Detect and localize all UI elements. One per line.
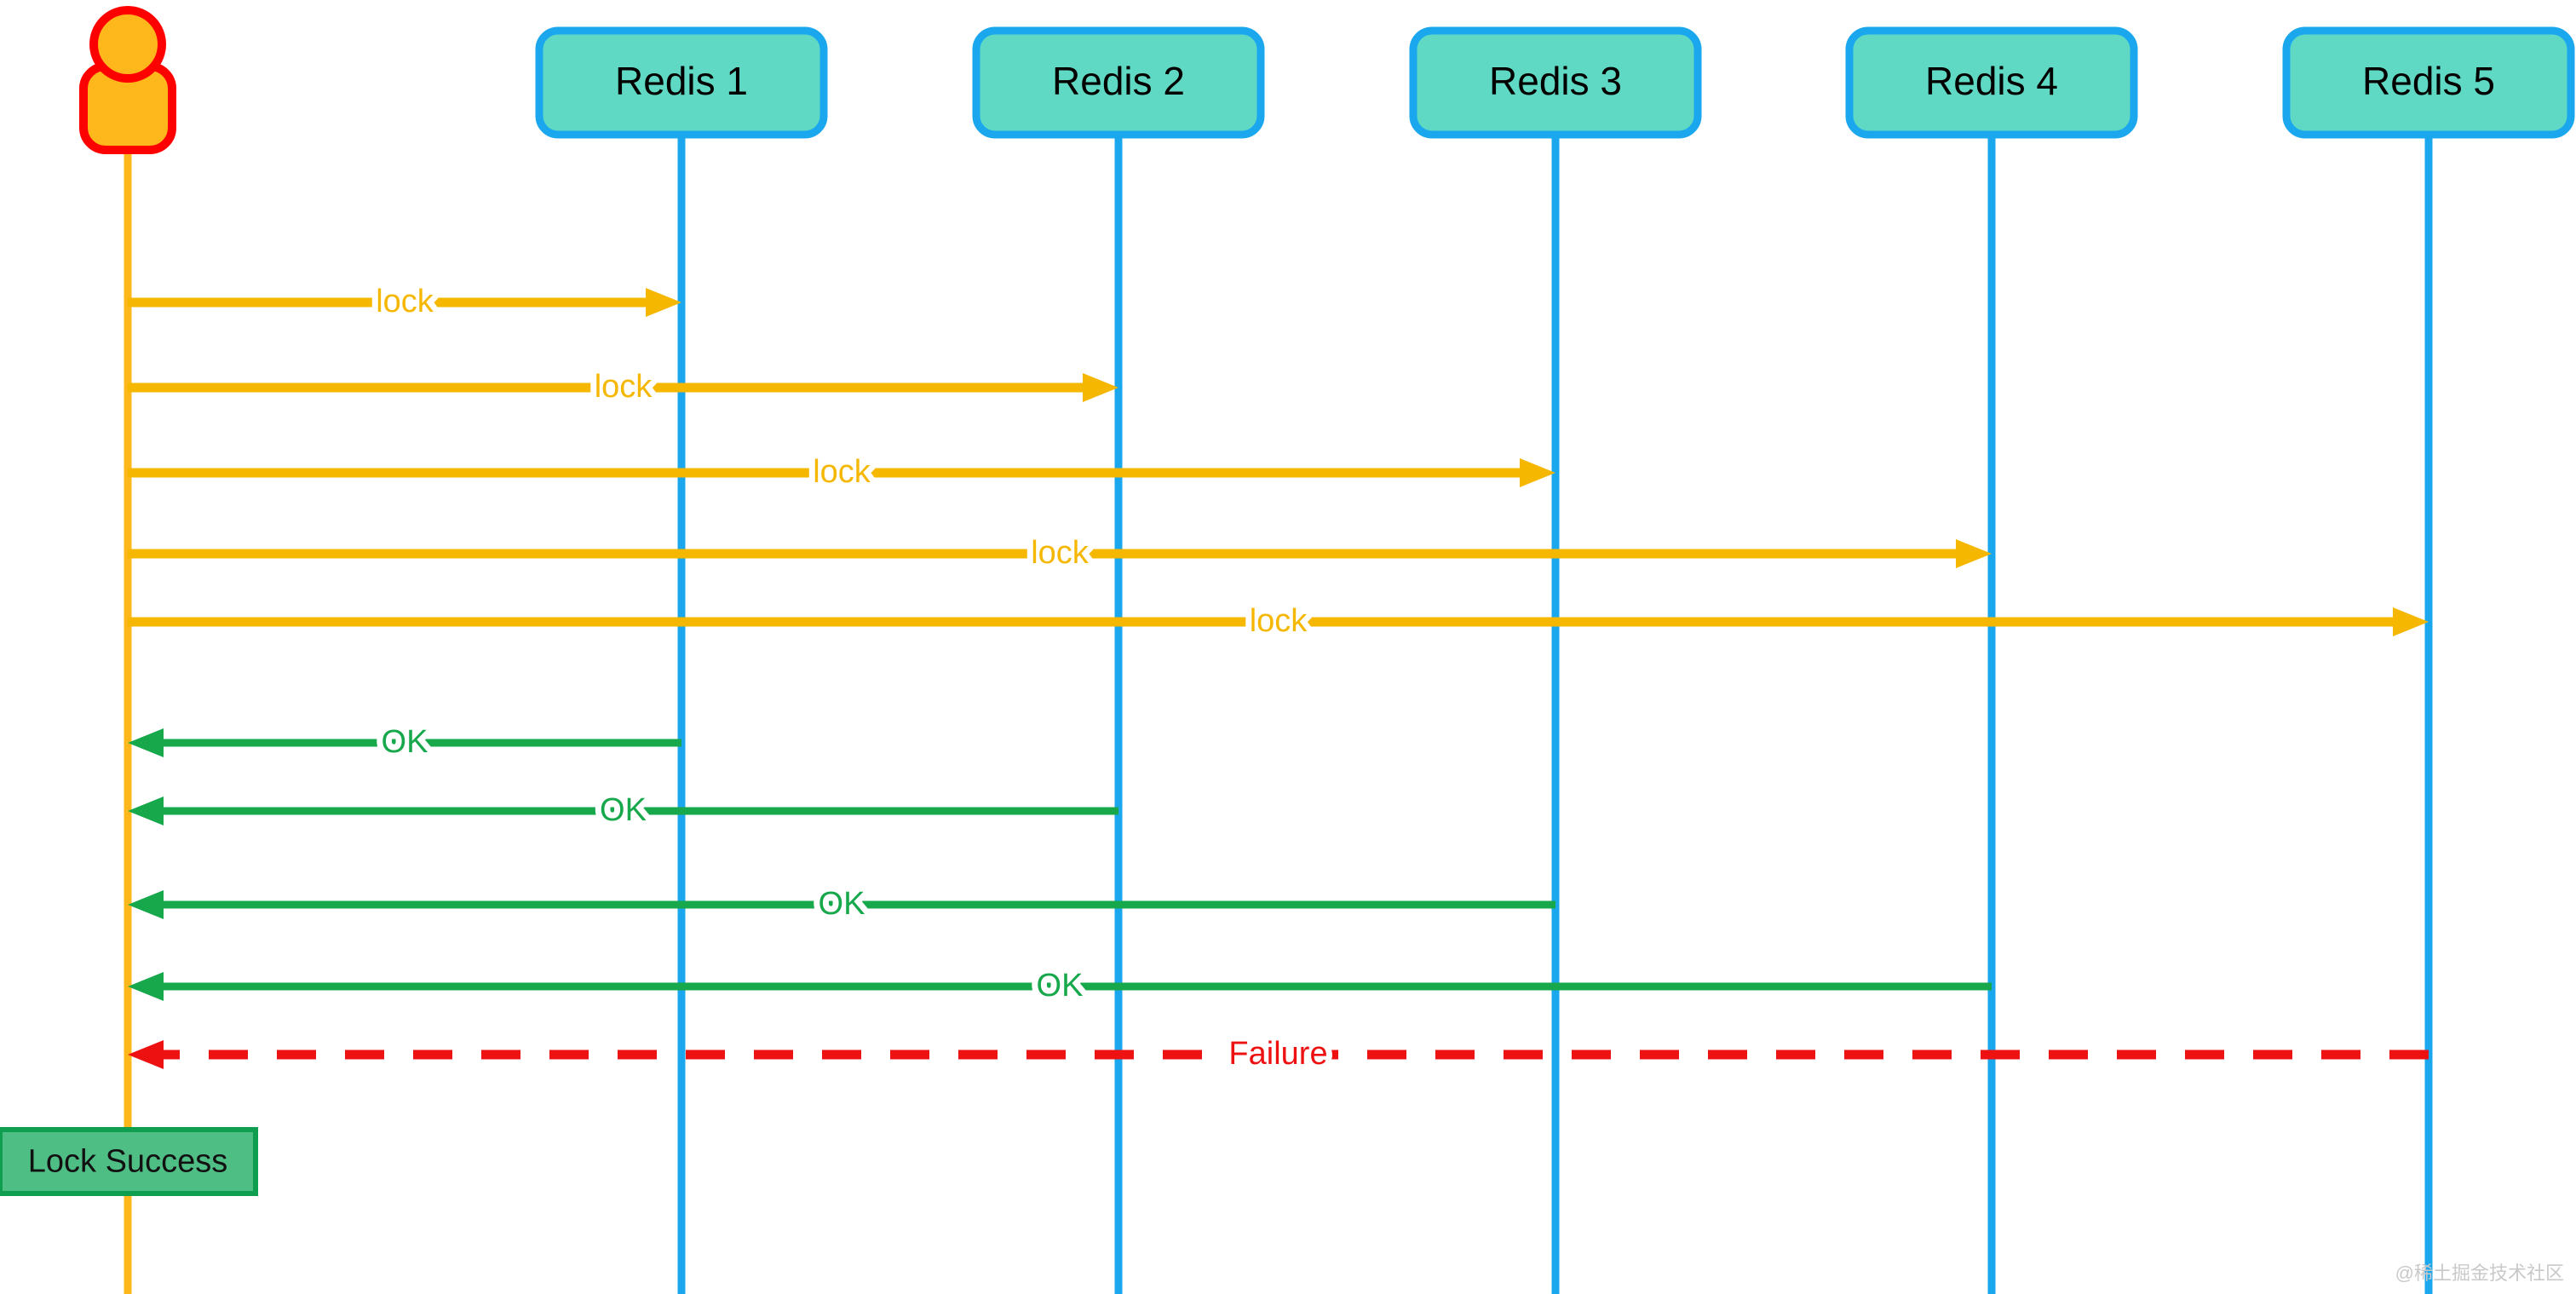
participant-redis-3[interactable]: Redis 3: [1409, 26, 1702, 139]
participant-box-redis-1[interactable]: [535, 26, 828, 139]
actor-figure[interactable]: [79, 6, 176, 154]
message-label-3: lock: [813, 454, 871, 490]
actor-layer: [79, 6, 176, 154]
message-label-halo-3: lock: [813, 454, 871, 490]
message-arrowhead-3: [1520, 458, 1555, 487]
message-arrowhead-8: [128, 890, 164, 919]
participant-label-redis-4: Redis 4: [1925, 59, 2058, 103]
participant-box-redis-5[interactable]: [2282, 26, 2575, 139]
messages-layer: locklocklocklocklocklocklocklocklocklock…: [128, 278, 2429, 1078]
message-label-6: OK: [382, 724, 428, 760]
message-label-halo-10: Failure: [1228, 1036, 1327, 1072]
participant-label-redis-1: Redis 1: [615, 59, 748, 103]
watermark-layer: @稀土掘金技术社区: [2395, 1262, 2564, 1284]
message-label-halo-9: OK: [1037, 968, 1084, 1004]
message-label-10: Failure: [1228, 1036, 1327, 1072]
participant-redis-4[interactable]: Redis 4: [1845, 26, 2138, 139]
message-label-8: OK: [819, 886, 865, 922]
participants-layer: Redis 1 Redis 2 Redis 3 Redis 4 Redis 5: [535, 26, 2575, 139]
participant-redis-5[interactable]: Redis 5: [2282, 26, 2575, 139]
note-lock-success[interactable]: Lock Success: [0, 1127, 258, 1196]
message-arrowhead-10: [128, 1040, 164, 1069]
message-label-2: lock: [595, 369, 653, 405]
message-label-halo-2: lock: [595, 369, 653, 405]
participant-label-redis-5: Redis 5: [2362, 59, 2495, 103]
message-label-7: OK: [600, 792, 647, 828]
message-arrowhead-6: [128, 728, 164, 757]
message-arrowhead-7: [128, 797, 164, 825]
message-arrowhead-4: [1956, 539, 1992, 568]
participant-box-redis-3[interactable]: [1409, 26, 1702, 139]
participant-redis-2[interactable]: Redis 2: [972, 26, 1265, 139]
message-arrowhead-9: [128, 972, 164, 1001]
participant-redis-1[interactable]: Redis 1: [535, 26, 828, 139]
participant-label-redis-2: Redis 2: [1052, 59, 1185, 103]
participant-label-redis-3: Redis 3: [1489, 59, 1622, 103]
message-label-halo-7: OK: [600, 792, 647, 828]
message-arrowhead-2: [1083, 373, 1118, 402]
message-label-halo-4: lock: [1031, 535, 1090, 571]
actor-head-icon: [89, 6, 166, 83]
message-arrowhead-5: [2393, 607, 2429, 636]
message-label-5: lock: [1250, 603, 1308, 639]
note-layer: Lock Success: [0, 1127, 258, 1196]
message-label-halo-1: lock: [376, 284, 434, 319]
watermark-label: @稀土掘金技术社区: [2395, 1262, 2564, 1284]
message-label-halo-6: OK: [382, 724, 428, 760]
message-label-4: lock: [1031, 535, 1090, 571]
participant-box-redis-4[interactable]: [1845, 26, 2138, 139]
message-label-halo-8: OK: [819, 886, 865, 922]
message-label-9: OK: [1037, 968, 1084, 1004]
message-arrowhead-1: [646, 288, 681, 317]
lifelines-layer: [124, 135, 2433, 1294]
message-label-1: lock: [376, 284, 434, 319]
note-label: Lock Success: [28, 1144, 227, 1180]
message-label-halo-5: lock: [1250, 603, 1308, 639]
participant-box-redis-2[interactable]: [972, 26, 1265, 139]
note-box[interactable]: [0, 1127, 258, 1196]
